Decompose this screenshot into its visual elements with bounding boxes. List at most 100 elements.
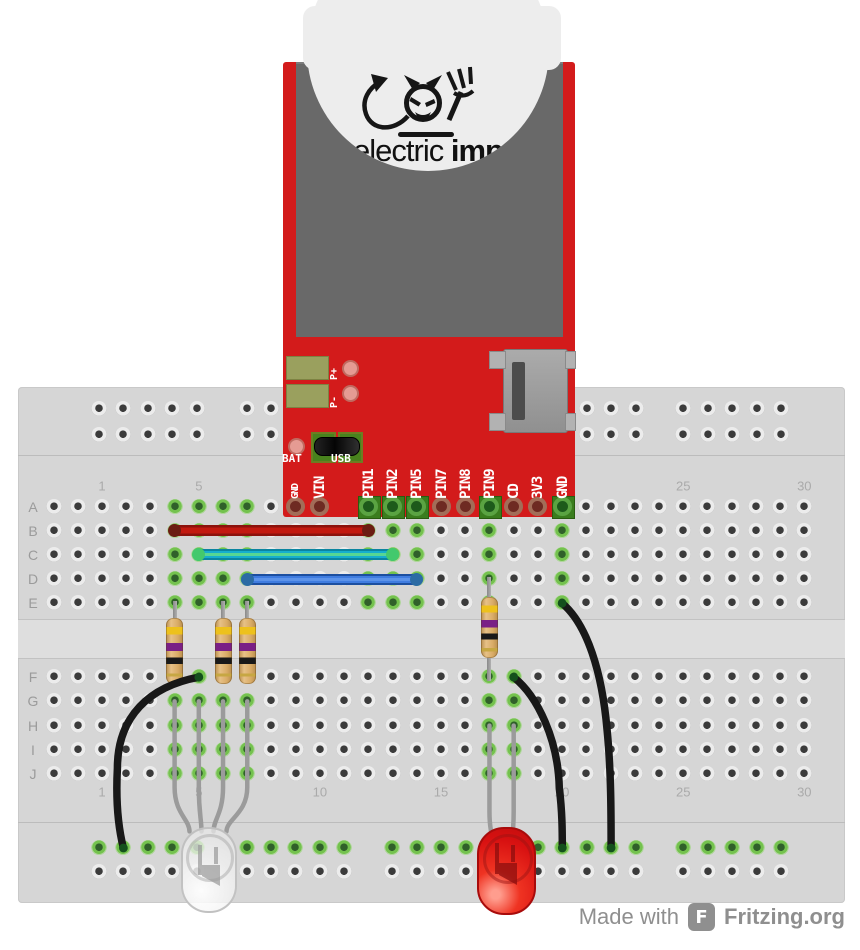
resistor[interactable] (238, 618, 256, 684)
row-label: G (27, 693, 39, 710)
breadboard-hole (699, 766, 716, 782)
cyan-jumper-wire[interactable] (192, 549, 399, 561)
breadboard-hole (93, 595, 110, 612)
breadboard-hole (602, 741, 619, 758)
breadboard-hole (626, 546, 643, 563)
power-rail-hole (724, 426, 741, 443)
breadboard-hole (69, 693, 86, 710)
breadboard-hole (93, 766, 110, 782)
column-label: 30 (797, 784, 812, 800)
power-rail-hole (675, 426, 692, 443)
breadboard-hole (481, 498, 498, 515)
breadboard-hole (651, 693, 667, 710)
power-rail-hole (115, 864, 132, 880)
breadboard-hole (118, 741, 135, 758)
breadboard-hole (626, 693, 643, 710)
breadboard-hole (360, 498, 377, 515)
breadboard-hole (457, 522, 474, 539)
breadboard-hole (408, 595, 425, 612)
breadboard-hole (626, 571, 643, 587)
breadboard-hole (529, 595, 546, 612)
sd-card-socket (296, 62, 563, 337)
breadboard-hole (651, 546, 667, 563)
breadboard-hole (699, 595, 716, 612)
power-rail-hole (164, 426, 181, 443)
breadboard-hole (263, 766, 280, 782)
blue-jumper-wire[interactable] (241, 573, 423, 585)
power-rail-hole (748, 864, 765, 880)
breadboard-hole (166, 546, 183, 563)
column-label: 5 (195, 784, 203, 800)
breadboard-hole (723, 595, 740, 612)
red-jumper-wire[interactable] (168, 525, 375, 537)
breadboard-hole (651, 717, 667, 734)
breadboard-hole (699, 522, 716, 539)
power-rail-hole (724, 864, 741, 880)
power-rail-hole (287, 840, 304, 856)
led-red[interactable] (477, 827, 536, 915)
rgb-led-clear[interactable] (181, 827, 237, 913)
power-rail-hole (675, 864, 692, 880)
breadboard-hole (287, 766, 304, 782)
breadboard-hole (215, 766, 232, 782)
breadboard-hole (408, 717, 425, 734)
breadboard-hole (239, 717, 256, 734)
row-label: F (28, 669, 38, 686)
power-rail-hole (262, 426, 279, 443)
power-rail-hole (457, 400, 474, 417)
breadboard-hole (433, 717, 450, 734)
breadboard-hole (142, 571, 159, 587)
power-rail-hole (578, 840, 595, 856)
breadboard-hole (747, 546, 764, 563)
power-rail-hole (772, 426, 789, 443)
breadboard-hole (166, 741, 183, 758)
breadboard-hole (287, 669, 304, 686)
row-label: H (27, 717, 39, 734)
breadboard-hole (481, 546, 498, 563)
resistor[interactable] (214, 618, 232, 684)
breadboard-hole (457, 693, 474, 710)
breadboard-hole (93, 546, 110, 563)
breadboard-hole (239, 498, 256, 515)
breadboard-hole (142, 546, 159, 563)
breadboard-hole (675, 498, 692, 515)
breadboard-hole (675, 522, 692, 539)
breadboard-hole (384, 717, 401, 734)
breadboard-hole (384, 741, 401, 758)
breadboard-hole (93, 717, 110, 734)
power-rail-hole (91, 426, 107, 443)
breadboard-hole (336, 669, 353, 686)
column-label: 20 (554, 478, 570, 494)
breadboard-hole (578, 522, 595, 539)
breadboard-hole (190, 669, 207, 686)
breadboard-hole (651, 571, 667, 587)
power-rail-hole (481, 400, 498, 417)
power-rail-hole (457, 426, 474, 443)
breadboard-hole (747, 766, 764, 782)
breadboard-hole (675, 693, 692, 710)
breadboard-hole (93, 522, 110, 539)
breadboard-hole (554, 498, 571, 515)
breadboard-hole (69, 522, 86, 539)
breadboard-hole (554, 741, 571, 758)
breadboard-hole (118, 546, 135, 563)
breadboard-hole (360, 766, 377, 782)
breadboard-hole (747, 693, 764, 710)
imp-card[interactable] (303, 0, 561, 171)
power-rail-hole (164, 400, 181, 417)
breadboard-hole (675, 766, 692, 782)
breadboard-hole (433, 669, 450, 686)
power-rail-hole (772, 400, 789, 417)
breadboard-hole (263, 741, 280, 758)
fritzing-brand-link[interactable]: Fritzing.org (724, 904, 845, 929)
resistor[interactable] (166, 618, 184, 684)
power-rail-hole (115, 400, 132, 417)
breadboard-hole (45, 498, 62, 515)
row-label: J (29, 766, 37, 782)
breadboard-hole (529, 741, 546, 758)
breadboard-hole (747, 669, 764, 686)
blue-jumper-wire-end (410, 572, 424, 586)
breadboard-hole (239, 741, 256, 758)
breadboard-hole (772, 522, 789, 539)
resistor[interactable] (480, 597, 498, 658)
